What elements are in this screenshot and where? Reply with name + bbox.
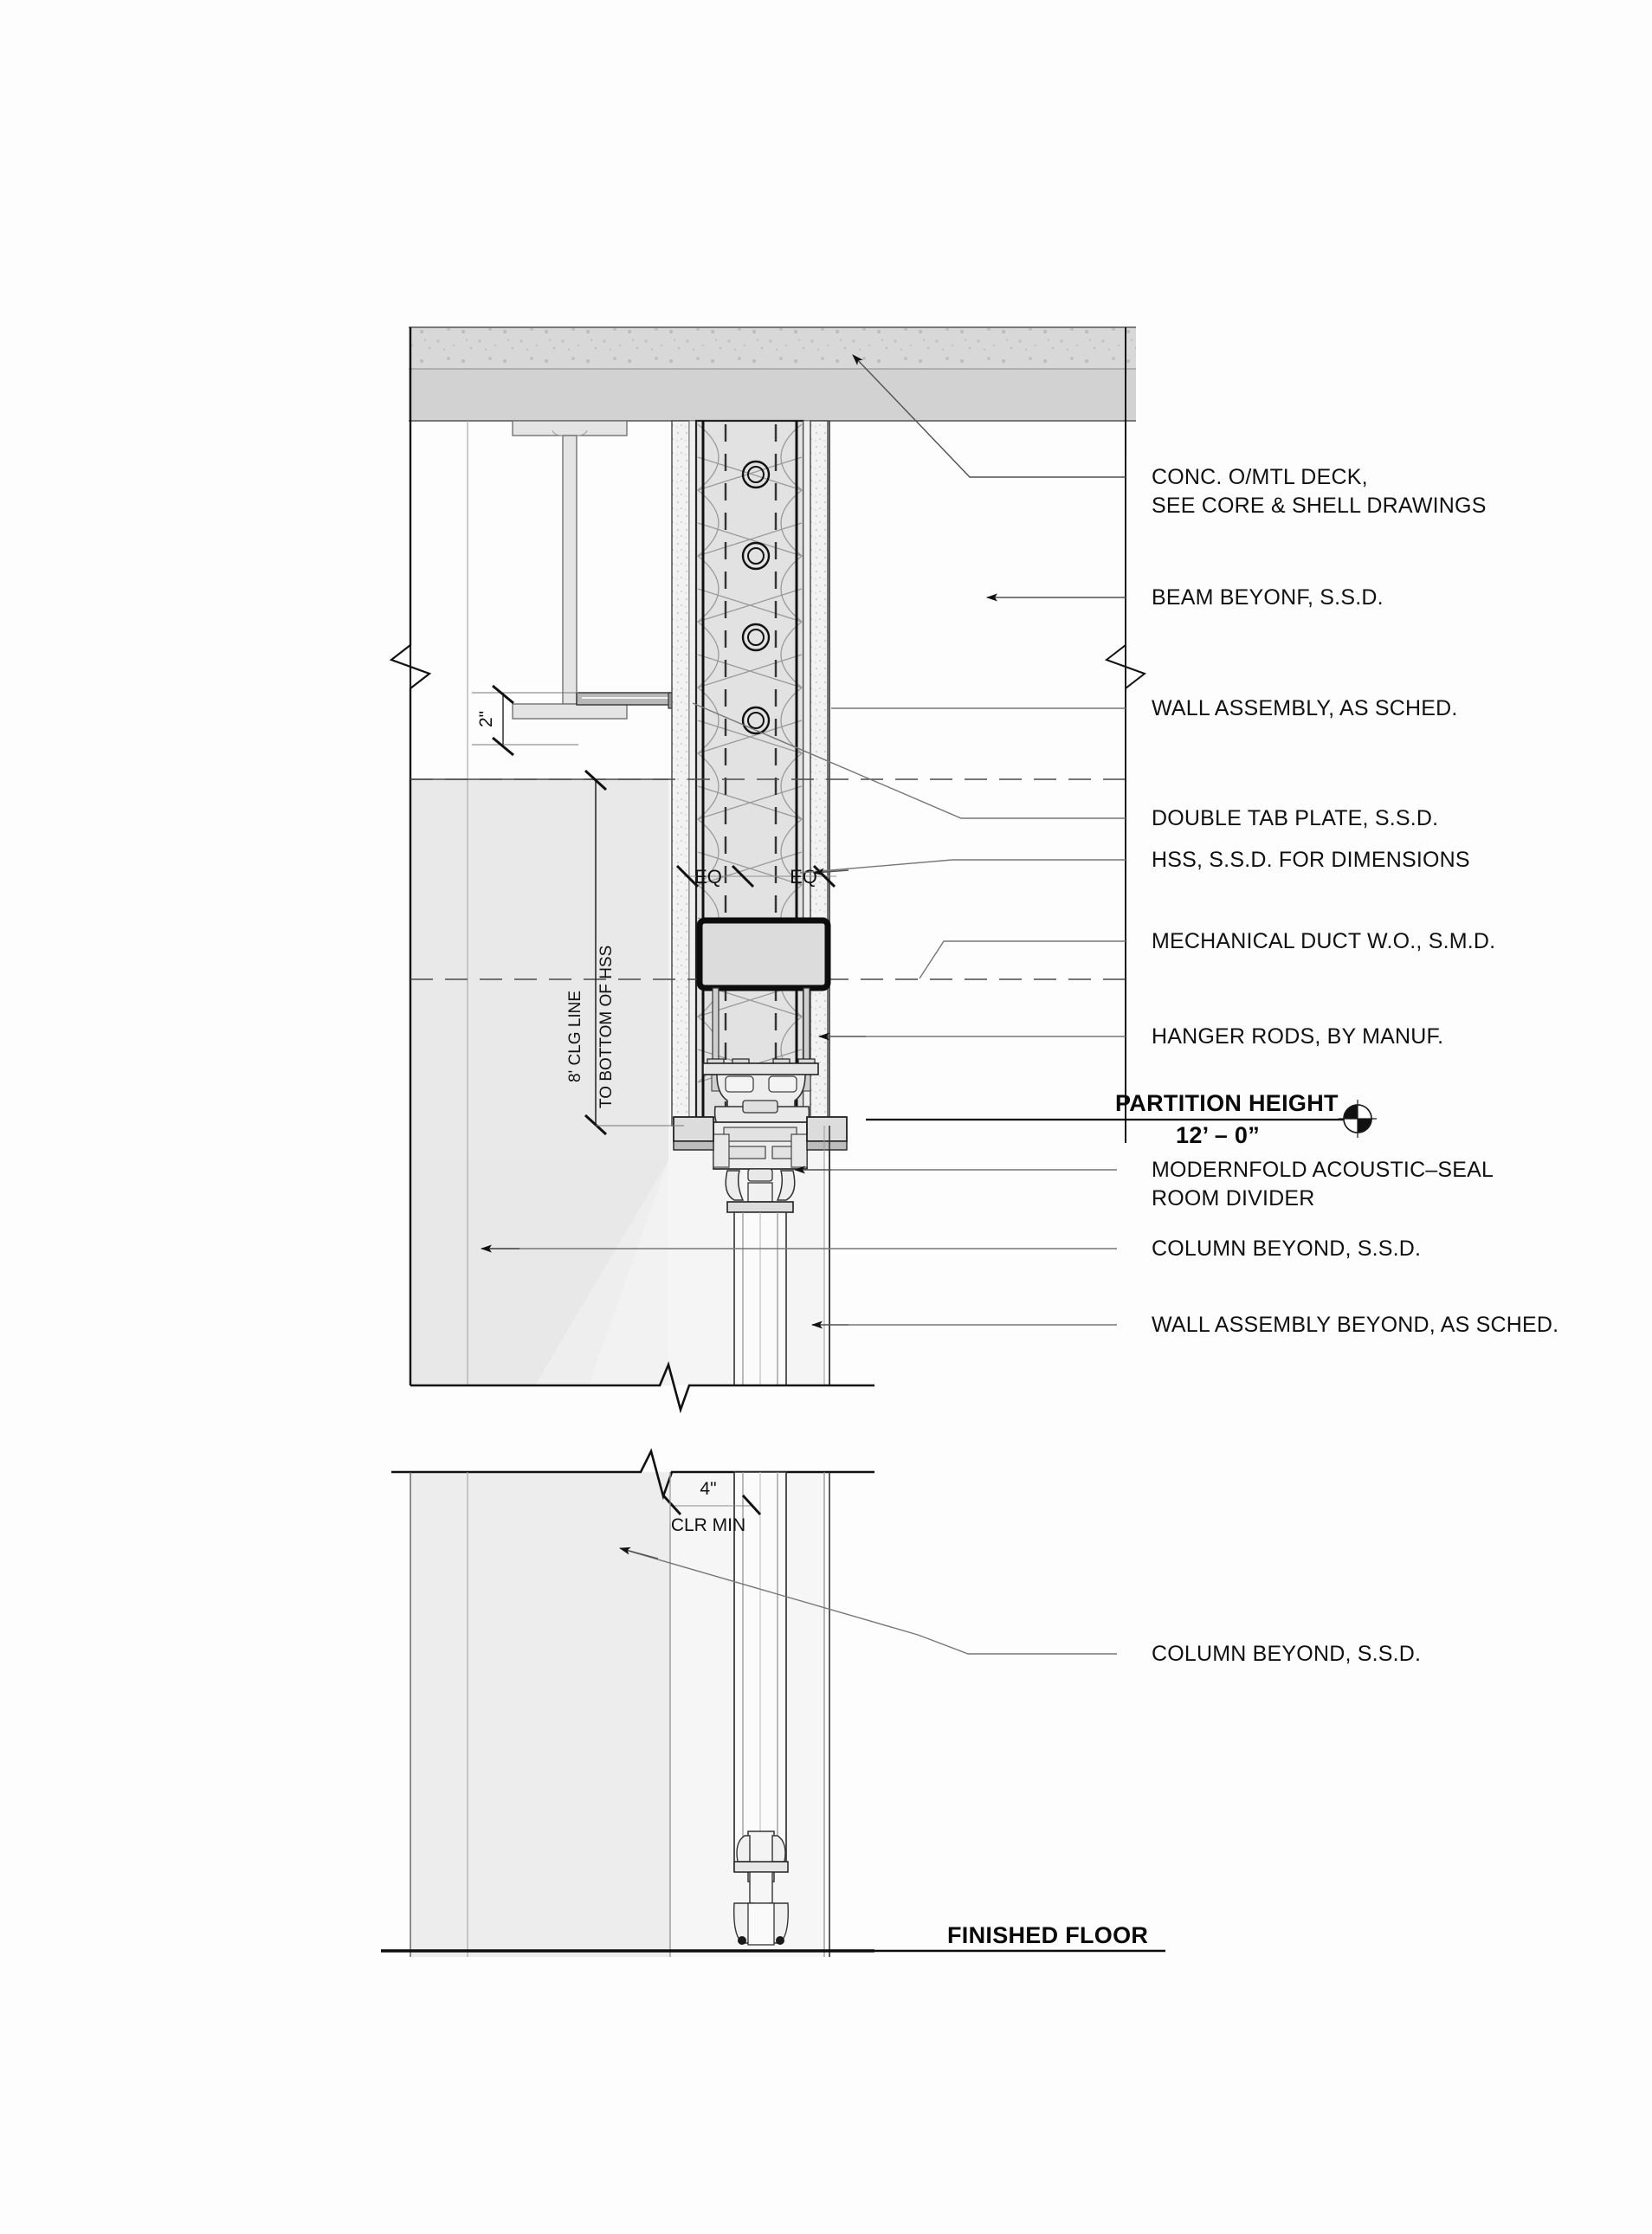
dimension-clg-line: 8' CLG LINE TO BOTTOM OF HSS <box>566 769 684 1136</box>
break-line-horizontal-lower <box>391 1448 874 1501</box>
break-line-horizontal-upper <box>410 1360 874 1414</box>
partition-height-value: 12’ – 0” <box>1176 1122 1260 1148</box>
partition-panel-upper <box>733 1211 787 1386</box>
dimension-eq-right: EQ <box>790 866 817 888</box>
partition-height-marker: PARTITION HEIGHT 12’ – 0” <box>866 1090 1377 1148</box>
wall-beyond-lines <box>823 1126 830 1385</box>
dimension-2in-label: 2" <box>476 711 496 727</box>
wall-assembly-upper <box>671 419 830 1385</box>
label-double-tab-plate: DOUBLE TAB PLATE, S.S.D. <box>1152 806 1438 830</box>
dimension-eq-left: EQ <box>694 866 722 888</box>
partition-panel-lower <box>733 1471 787 1871</box>
steel-i-beam <box>512 420 628 720</box>
dimension-clg-line-label: 8' CLG LINE <box>566 991 584 1082</box>
label-hss: HSS, S.S.D. FOR DIMENSIONS <box>1152 848 1470 872</box>
concrete-deck <box>409 326 1136 422</box>
annotation-labels: CONC. O/MTL DECK, SEE CORE & SHELL DRAWI… <box>1152 465 1558 1666</box>
label-mech-duct: MECHANICAL DUCT W.O., S.M.D. <box>1152 929 1495 953</box>
label-beam-beyond: BEAM BEYONF, S.S.D. <box>1152 585 1384 610</box>
lower-wall-lines <box>410 1472 830 1957</box>
mechanical-duct <box>696 917 831 991</box>
partition-height-label: PARTITION HEIGHT <box>1115 1090 1339 1116</box>
finished-floor-marker: FINISHED FLOOR <box>947 1922 1148 1948</box>
label-column-beyond-lower: COLUMN BEYOND, S.S.D. <box>1152 1642 1421 1666</box>
label-modernfold-line1: MODERNFOLD ACOUSTIC–SEAL <box>1152 1158 1494 1182</box>
break-line-left <box>389 327 432 1385</box>
bottom-seal-assembly <box>733 1830 789 1946</box>
dimension-clear-min: 4" CLR MIN <box>661 1472 762 1535</box>
finished-floor-label: FINISHED FLOOR <box>947 1922 1148 1948</box>
dimension-bottom-hss-label: TO BOTTOM OF HSS <box>597 946 616 1108</box>
label-hanger-rods: HANGER RODS, BY MANUF. <box>1152 1024 1443 1049</box>
leader-lines <box>481 354 1126 1655</box>
label-column-beyond-upper: COLUMN BEYOND, S.S.D. <box>1152 1236 1421 1261</box>
label-conc-deck-line2: SEE CORE & SHELL DRAWINGS <box>1152 494 1487 518</box>
elevation-target-icon <box>1339 1100 1377 1138</box>
dimension-4in-label: 4" <box>700 1479 716 1499</box>
anchor-bolts <box>741 460 771 735</box>
dimension-equal-spacing: EQ EQ <box>675 864 836 888</box>
dimension-clr-min-note: CLR MIN <box>671 1515 745 1535</box>
label-modernfold-line2: ROOM DIVIDER <box>1152 1186 1315 1211</box>
label-conc-deck-line1: CONC. O/MTL DECK, <box>1152 465 1368 489</box>
label-wall-assembly-beyond: WALL ASSEMBLY BEYOND, AS SCHED. <box>1152 1313 1558 1337</box>
modernfold-track-assembly <box>673 1062 848 1213</box>
dimension-beam-offset: 2" <box>472 684 578 757</box>
label-wall-assembly: WALL ASSEMBLY, AS SCHED. <box>1152 696 1458 720</box>
